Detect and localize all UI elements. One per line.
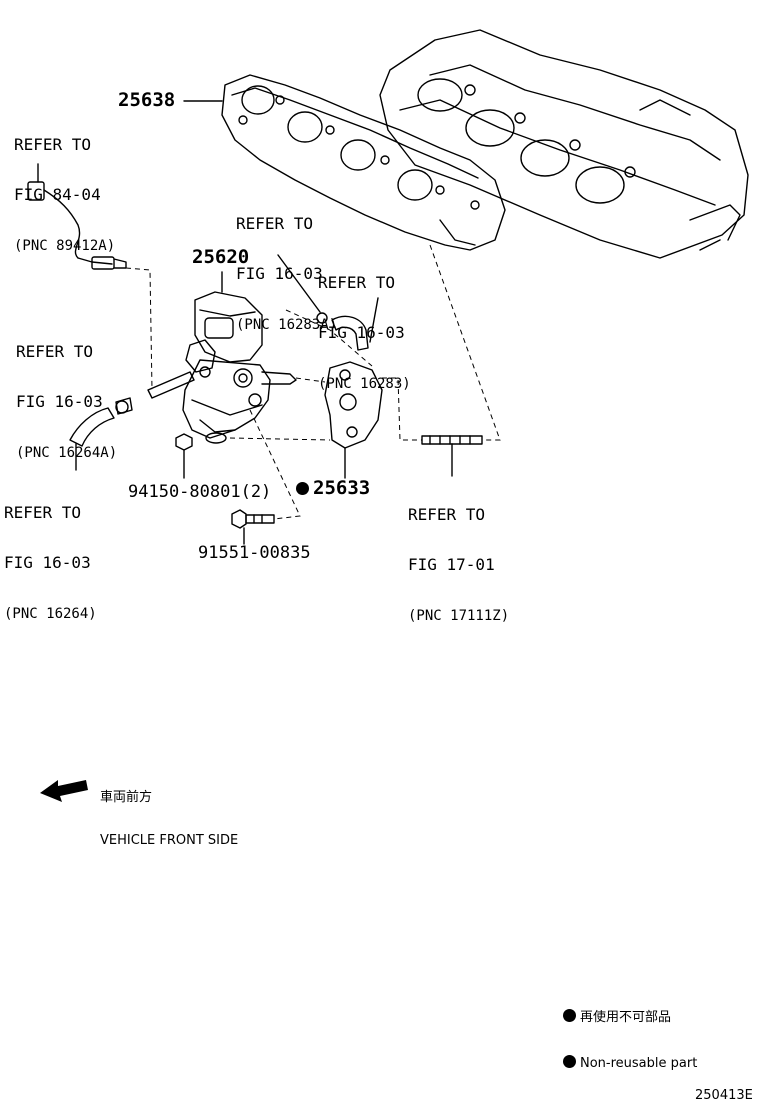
egr-gasket xyxy=(324,361,383,479)
part-number-25620: 25620 xyxy=(192,246,250,268)
figure-code: 250413E xyxy=(695,1088,753,1103)
part-number-25638: 25638 xyxy=(118,89,176,111)
nut xyxy=(175,433,193,479)
manifold-gasket xyxy=(221,74,506,251)
egr-hose-left xyxy=(69,407,115,471)
assembly-lines xyxy=(125,244,501,520)
bolt xyxy=(231,509,275,545)
legend: 再使用不可部品 Non-reusable part xyxy=(563,983,697,1083)
legend-dot-icon xyxy=(563,1055,576,1068)
non-reusable-dot-icon xyxy=(296,482,309,495)
refer-label-17111z: REFER TO FIG 17-01 (PNC 17111Z) xyxy=(408,505,510,624)
legend-jp: 再使用不可部品 xyxy=(563,1009,697,1024)
egr-hose-upper xyxy=(277,254,379,351)
refer-label-16264: REFER TO FIG 16-03 (PNC 16264) xyxy=(4,503,97,622)
refer-label-84-04: REFER TO FIG 84-04 (PNC 89412A) xyxy=(14,135,116,254)
legend-en: Non-reusable part xyxy=(563,1055,697,1070)
front-side-label: 車両前方 VEHICLE FRONT SIDE xyxy=(100,790,239,848)
cylinder-head xyxy=(379,29,749,259)
part-number-91551: 91551-00835 xyxy=(198,543,311,563)
refer-label-16283: REFER TO FIG 16-03 (PNC 16283) xyxy=(318,273,411,392)
legend-dot-icon xyxy=(563,1009,576,1022)
egr-valve xyxy=(182,271,297,444)
part-number-25633: 25633 xyxy=(296,479,370,498)
stud xyxy=(421,435,483,477)
refer-label-16283a: REFER TO FIG 16-03 (PNC 16283A) xyxy=(236,214,338,333)
front-arrow-icon xyxy=(40,780,88,802)
egr-pipe xyxy=(115,371,195,415)
refer-label-16264a: REFER TO FIG 16-03 (PNC 16264A) xyxy=(16,342,118,461)
part-number-94150: 94150-80801(2) xyxy=(128,482,272,502)
oxygen-sensor xyxy=(27,163,127,270)
